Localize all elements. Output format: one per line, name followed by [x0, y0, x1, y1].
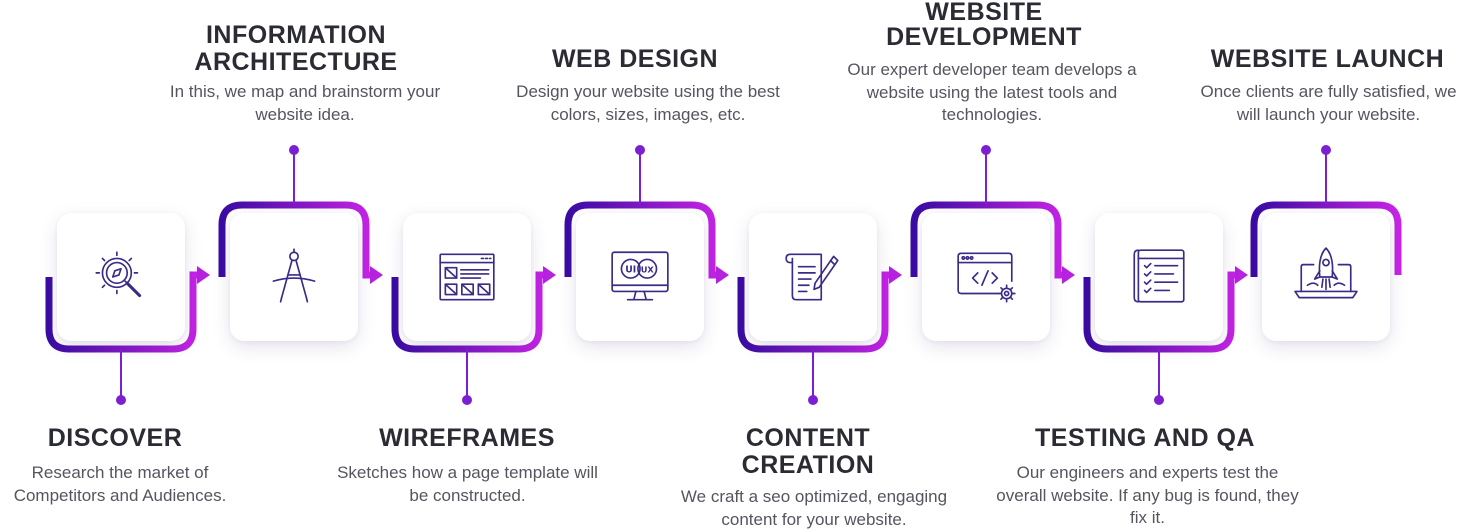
connector-dot-content-creation: [808, 395, 818, 405]
bracket-discover: [45, 271, 199, 353]
step-title-wireframes: WIREFRAMES: [379, 424, 555, 452]
connector-dot-website-launch: [1321, 145, 1331, 155]
step-tile-website-development: [922, 213, 1050, 341]
svg-text:UI: UI: [625, 264, 636, 275]
svg-text:UX: UX: [641, 264, 655, 274]
connector-dot-testing-and-qa: [1154, 395, 1164, 405]
step-desc-discover: Research the market of Competitors and A…: [13, 463, 227, 505]
connector-dot-web-design: [635, 145, 645, 155]
step-title-testing-and-qa: TESTING AND QA: [1035, 424, 1255, 452]
bracket-website-development: [910, 201, 1064, 279]
bracket-wireframes: [391, 271, 545, 353]
step-tile-web-design: UI UX: [576, 213, 704, 341]
step-title-website-development: WEBSITE DEVELOPMENT: [886, 0, 1082, 51]
document-pen-icon: [785, 253, 839, 301]
bracket-testing-and-qa: [1083, 271, 1237, 353]
ui-ux-monitor-icon: UI UX: [611, 251, 669, 301]
step-tile-information-architecture: [230, 213, 358, 341]
arrow-head-information-architecture: [370, 266, 383, 284]
arrow-head-web-design: [716, 266, 729, 284]
step-title-web-design: WEB DESIGN: [551, 45, 719, 73]
arrow-head-testing-and-qa: [1235, 266, 1248, 284]
step-desc-website-launch: Once clients are fully satisfied, we wil…: [1200, 82, 1457, 124]
step-title-website-launch: WEBSITE LAUNCH: [1210, 45, 1445, 73]
step-tile-testing-and-qa: [1095, 213, 1223, 341]
code-window-gear-icon: [957, 252, 1016, 303]
wireframe-layout-icon: [439, 253, 495, 301]
step-desc-testing-and-qa: Our engineers and experts test the overa…: [996, 463, 1299, 527]
step-desc-content-creation: We craft a seo optimized, engaging conte…: [680, 487, 948, 529]
arrow-head-website-development: [1062, 266, 1075, 284]
connector-dot-information-architecture: [289, 145, 299, 155]
step-title-information-architecture: INFORMATION ARCHITECTURE: [194, 21, 398, 76]
connector-dot-wireframes: [462, 395, 472, 405]
step-title-discover: DISCOVER: [47, 424, 183, 452]
rocket-laptop-icon: [1294, 247, 1358, 299]
compass-search-icon: [95, 251, 142, 298]
step-desc-wireframes: Sketches how a page template will be con…: [337, 463, 598, 505]
step-desc-information-architecture: In this, we map and brainstorm your webs…: [169, 82, 441, 124]
connector-dot-website-development: [981, 145, 991, 155]
step-desc-web-design: Design your website using the best color…: [516, 82, 780, 124]
step-title-content-creation: CONTENT CREATION: [741, 424, 875, 479]
step-tile-wireframes: [403, 213, 531, 341]
step-tile-website-launch: [1262, 213, 1390, 341]
step-tile-content-creation: [749, 213, 877, 341]
arrow-head-discover: [197, 266, 210, 284]
step-desc-website-development: Our expert developer team develops a web…: [847, 60, 1137, 124]
bracket-web-design: [564, 201, 718, 279]
step-tile-discover: [57, 213, 185, 341]
arrow-head-content-creation: [889, 266, 902, 284]
checklist-icon: [1133, 249, 1185, 303]
bracket-information-architecture: [218, 201, 372, 279]
bracket-content-creation: [737, 271, 891, 353]
arrow-head-wireframes: [543, 266, 556, 284]
connector-dot-discover: [116, 395, 126, 405]
drafting-compass-icon: [272, 248, 316, 303]
